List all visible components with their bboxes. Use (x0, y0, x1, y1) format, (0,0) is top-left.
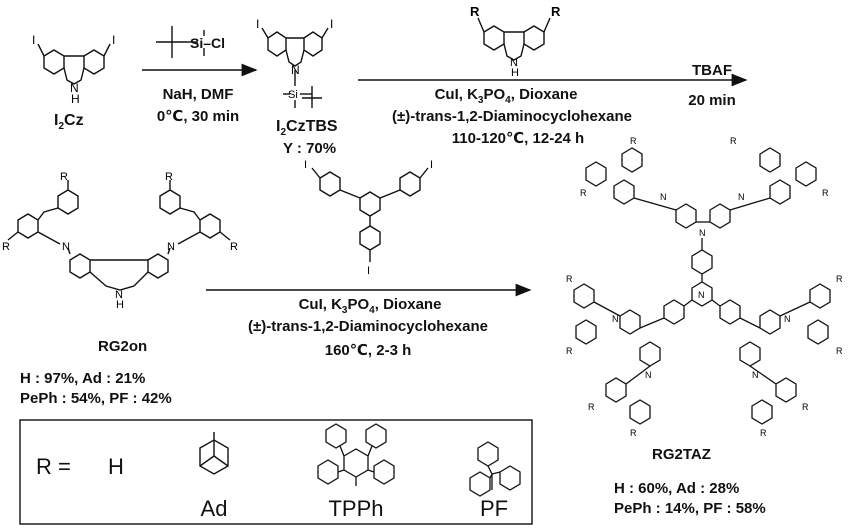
rg2taz-nitrogens: N N N N N N N N (612, 192, 791, 380)
i2cztbs-iodo-right: I (330, 17, 333, 31)
svg-text:R: R (630, 428, 637, 438)
i2cztbs-n: N (291, 63, 300, 77)
step2-ligand: (±)-trans-1,2-Diaminocyclohexane (392, 108, 632, 125)
svg-text:N: N (699, 228, 706, 238)
rg2taz-label: RG2TAZ (652, 446, 711, 463)
rg2on-r-top-left: R (60, 171, 68, 183)
step3-conditions: 160℃, 2-3 h (324, 342, 412, 359)
step3-ligand: (±)-trans-1,2-Diaminocyclohexane (248, 318, 488, 335)
svg-text:N: N (698, 290, 705, 300)
svg-text:R: R (802, 402, 809, 412)
r-carbazole-structure (477, 17, 551, 61)
svg-text:R: R (836, 346, 843, 356)
r-carbazole-r-right: R (551, 4, 561, 19)
svg-text:R: R (836, 274, 843, 284)
rg2on-n-center: N (115, 289, 123, 301)
legend-pf: PF (479, 496, 509, 521)
r-carbazole-n: N (510, 57, 518, 69)
svg-text:R: R (566, 346, 573, 356)
tbscl-structure (156, 26, 205, 58)
step2-deprotect: TBAF (692, 62, 732, 79)
rg2on-yields-1: H : 97%, Ad : 21% (20, 370, 146, 387)
r-group-legend-box (19, 419, 533, 525)
svg-text:R: R (580, 188, 587, 198)
rg2on-r-top-right: R (165, 171, 173, 183)
triazine-iodo-bottom: I (367, 265, 370, 277)
triazine-structure (311, 167, 429, 262)
legend-r-equals: R = (36, 454, 71, 479)
rg2on-label: RG2on (98, 338, 148, 355)
rg2taz-yields-1: H : 60%, Ad : 28% (614, 480, 740, 497)
step2-deprotect-time: 20 min (688, 92, 736, 109)
step1-conditions: 0℃, 30 min (156, 108, 240, 125)
rg2on-yields-2: PePh : 54%, PF : 42% (20, 390, 172, 407)
svg-text:N: N (738, 192, 745, 202)
rg2taz-structure (573, 147, 831, 425)
svg-text:R: R (730, 136, 737, 146)
svg-text:R: R (566, 274, 573, 284)
legend-h: H (108, 454, 124, 479)
i2cztbs-si: Si (288, 89, 298, 101)
svg-text:N: N (784, 314, 791, 324)
i2cztbs-structure (261, 27, 329, 108)
triazine-iodo-left: I (304, 159, 307, 171)
r-carbazole-r-left: R (470, 4, 480, 19)
step2-reagents: CuI, K3PO4, Dioxane (434, 86, 578, 106)
i2cztbs-label: I2CzTBS (276, 118, 338, 139)
svg-text:N: N (645, 370, 652, 380)
rg2on-r-left: R (2, 241, 10, 253)
adamantyl-structure (199, 432, 229, 475)
r-carbazole-h: H (511, 67, 519, 79)
svg-text:R: R (822, 188, 829, 198)
i2cz-iodo-left: I (32, 33, 35, 47)
step3-reagents: CuI, K3PO4, Dioxane (298, 296, 442, 316)
i2cz-structure (37, 43, 111, 85)
svg-text:N: N (660, 192, 667, 202)
triazine-iodo-right: I (430, 159, 433, 171)
svg-text:R: R (760, 428, 767, 438)
pf-structure (469, 441, 521, 497)
rg2taz-yields-2: PePh : 14%, PF : 58% (614, 500, 766, 517)
step1-reagent: NaH, DMF (162, 86, 234, 103)
legend-ad: Ad (200, 496, 228, 521)
svg-text:N: N (612, 314, 619, 324)
rg2on-n-left: N (62, 241, 70, 253)
rg2taz-r-groups: R R R R R R R R R R R R (566, 136, 843, 438)
step2-conditions: 110-120℃, 12-24 h (451, 130, 585, 147)
rg2on-n-right: N (167, 241, 175, 253)
rg2on-h-center: H (116, 299, 124, 311)
legend-tpph: TPPh (328, 496, 384, 521)
i2cz-label: I2Cz (54, 112, 84, 133)
rg2on-r-right: R (230, 241, 238, 253)
rg2on-structure (7, 180, 231, 291)
svg-text:R: R (588, 402, 595, 412)
i2cz-nh: N (70, 81, 79, 95)
svg-text:R: R (630, 136, 637, 146)
i2cz-h: H (71, 92, 80, 106)
i2cztbs-iodo-left: I (256, 17, 259, 31)
tpph-structure (317, 423, 395, 486)
i2cz-iodo-right: I (112, 33, 115, 47)
step1-yield: Y : 70% (283, 140, 337, 157)
tbscl-si-cl: Si–Cl (190, 35, 226, 51)
svg-text:N: N (752, 370, 759, 380)
